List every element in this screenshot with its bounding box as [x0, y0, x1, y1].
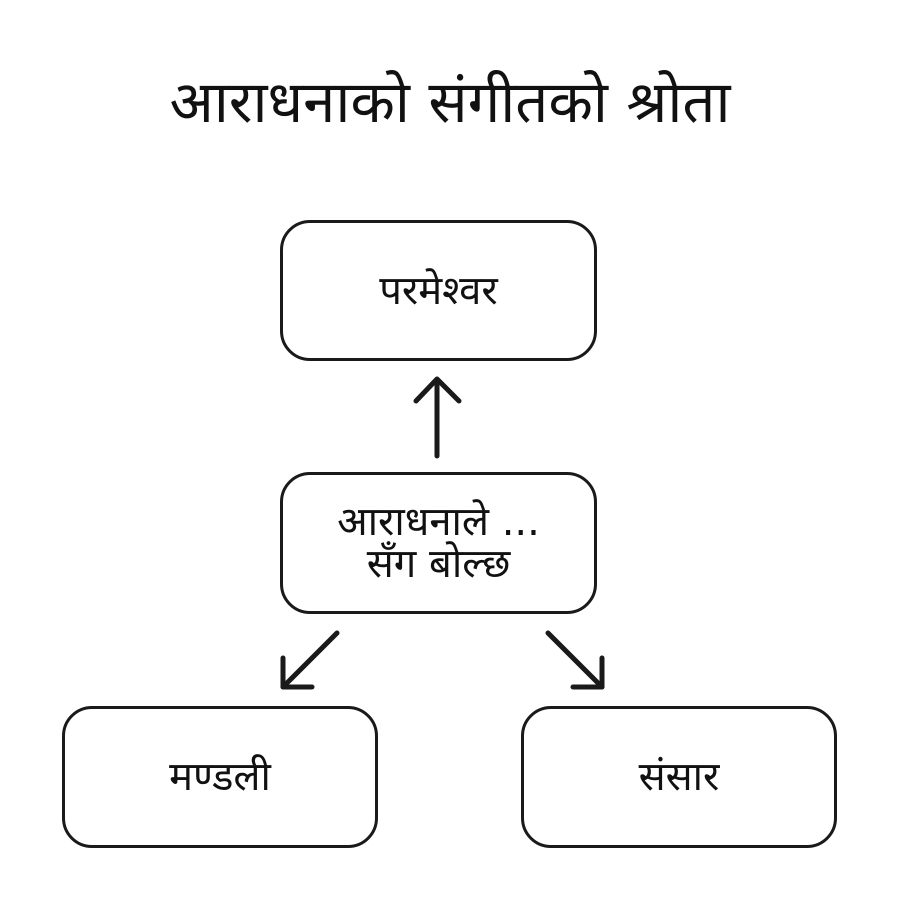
node-church-label: मण्डली [169, 754, 271, 800]
arrow-to-church [280, 630, 340, 690]
node-worship-label-line1: आराधनाले ... [337, 499, 540, 545]
arrow-to-world [545, 630, 605, 690]
node-worship: आराधनाले ... सँग बोल्छ [280, 472, 597, 614]
diagram-title: आराधनाको संगीतको श्रोता [169, 68, 731, 136]
node-worship-label-line2: सँग बोल्छ [366, 541, 511, 587]
node-god-label: परमेश्वर [379, 267, 498, 314]
node-world: संसार [521, 706, 837, 848]
node-church: मण्डली [62, 706, 378, 848]
node-god: परमेश्वर [280, 220, 597, 361]
arrow-up-to-god [413, 376, 462, 459]
node-world-label: संसार [638, 754, 720, 800]
